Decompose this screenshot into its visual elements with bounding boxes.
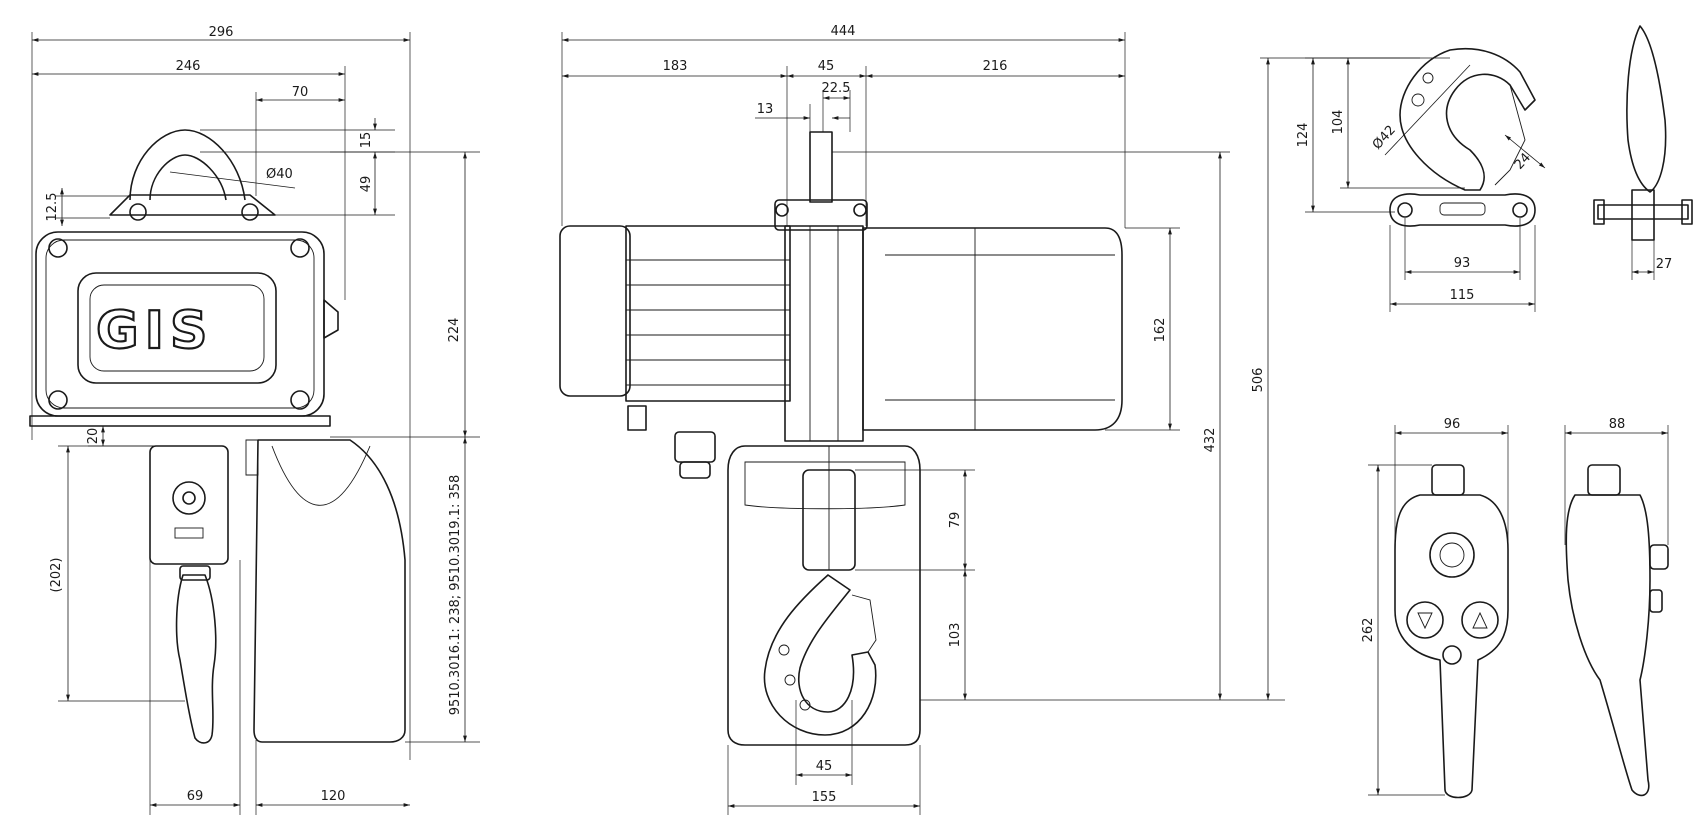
side-motor-cap — [559, 225, 631, 397]
dim-224: 224 — [447, 318, 462, 343]
chain-bag — [253, 439, 406, 743]
front-view-dimensions: 296 246 70 15 49 Ø40 12.5 224 20 — [31, 25, 480, 815]
dim-70: 70 — [292, 85, 309, 100]
hook-side-profile — [1626, 25, 1667, 193]
dim-45-bottom: 45 — [816, 759, 833, 774]
dim-120: 120 — [321, 789, 346, 804]
dim-22-5: 22.5 — [822, 81, 851, 96]
side-view-dimensions: 444 183 45 216 22.5 13 162 432 79 — [561, 24, 1285, 815]
pendant-detail-dimensions: 96 88 262 — [1361, 417, 1669, 796]
dim-20: 20 — [86, 428, 101, 445]
dim-262: 262 — [1361, 618, 1376, 643]
dim-155: 155 — [812, 790, 837, 805]
hook-detail — [1389, 25, 1693, 241]
dim-88: 88 — [1609, 417, 1626, 432]
side-gearbox — [784, 225, 864, 442]
up-button — [1461, 601, 1499, 639]
hook-flange-plate — [1389, 193, 1536, 227]
dim-444: 444 — [831, 24, 856, 39]
dim-183: 183 — [663, 59, 688, 74]
dim-162: 162 — [1153, 318, 1168, 343]
dim-12-5: 12.5 — [45, 193, 60, 222]
dim-24: 24 — [1512, 150, 1534, 172]
dim-103: 103 — [948, 623, 963, 648]
dim-45-top: 45 — [818, 59, 835, 74]
suspension-hook — [1399, 48, 1536, 191]
dim-506: 506 — [1251, 368, 1266, 393]
pendant-front — [1394, 494, 1509, 799]
dim-432: 432 — [1203, 428, 1218, 453]
dim-93: 93 — [1454, 256, 1471, 271]
dim-202: (202) — [49, 558, 64, 593]
dim-79: 79 — [948, 512, 963, 529]
top-bracket — [109, 194, 276, 216]
dim-124: 124 — [1296, 123, 1311, 148]
logo-panel — [77, 272, 277, 384]
dim-216: 216 — [983, 59, 1008, 74]
dim-104: 104 — [1331, 110, 1346, 135]
down-button — [1406, 601, 1444, 639]
side-hook — [763, 574, 877, 736]
dim-hook-variants: 9510.3016.1: 238; 9510.3019.1: 358 — [448, 475, 463, 716]
dim-13: 13 — [757, 102, 774, 117]
pendant-detail — [1394, 464, 1669, 799]
dim-d42: Ø42 — [1370, 123, 1399, 153]
dim-115: 115 — [1450, 288, 1475, 303]
dim-246: 246 — [176, 59, 201, 74]
dim-296: 296 — [209, 25, 234, 40]
front-hook — [175, 574, 217, 744]
dim-15: 15 — [359, 132, 374, 149]
side-view — [559, 131, 1123, 746]
gis-logo: GIS — [96, 301, 213, 361]
dim-96: 96 — [1444, 417, 1461, 432]
dim-49: 49 — [359, 176, 374, 193]
front-view: GIS — [29, 129, 406, 744]
side-suspension-lug — [809, 131, 833, 203]
hook-detail-dimensions: 506 124 104 Ø42 24 93 115 27 — [1251, 57, 1673, 700]
suspension-eye — [129, 129, 246, 201]
side-chain-bag — [727, 445, 921, 746]
side-motor-fins — [625, 225, 791, 402]
emergency-stop-button — [1429, 532, 1475, 578]
pendant-side — [1565, 494, 1651, 797]
dim-69: 69 — [187, 789, 204, 804]
pendant-cable-gland — [1431, 464, 1465, 496]
dim-27: 27 — [1656, 257, 1673, 272]
side-right-housing — [862, 227, 1123, 431]
chain-guide-block — [149, 445, 229, 565]
dim-d40: Ø40 — [266, 167, 293, 182]
